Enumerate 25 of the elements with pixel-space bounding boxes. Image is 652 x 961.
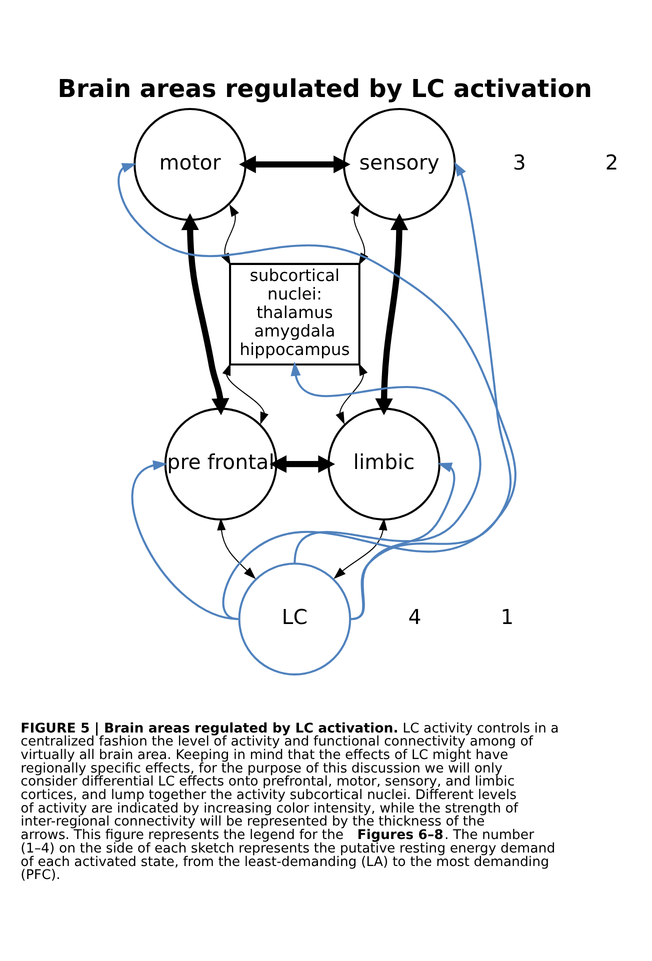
arrow <box>118 163 516 620</box>
node-circle: pre frontal <box>164 408 278 521</box>
arrow <box>336 363 368 424</box>
arrow <box>222 363 269 424</box>
diagram-title: Brain areas regulated by LC activation <box>58 74 592 103</box>
caption: FIGURE 5 | Brain areas regulated by LC activation. LC activity controls in a centralized fashion the level of activity and functional connectivity among of virtually all brain area. Keeping in mind that the effects of LC might have regionally specific effects, for the purpose of this discussion we will only consider differential LC effects onto prefrontal, motor, sensory, and limbic cortices, and lump together the activity subcortical nuclei. Different levels of activity are indicated by increasing color intensity, while the strength of inter-regional connectivity will be represented by the thickness of the arrows. This figure represents the legend for the Figures 6–8. The number (1–4) on the side of each sketch represents the putative resting energy demand of each activated state, from the least-demanding (LA) to the most demanding (PFC). <box>20 721 559 884</box>
node-circle: motor <box>134 108 246 221</box>
arrow <box>351 462 456 620</box>
node-circle: LC <box>238 562 352 676</box>
arrow <box>350 162 512 620</box>
arrow <box>239 156 350 174</box>
label: 4 <box>408 605 422 630</box>
node-circle: limbic <box>328 408 440 521</box>
arrow <box>270 455 336 473</box>
arrow <box>375 213 408 416</box>
label: 1 <box>500 605 514 630</box>
arrow <box>290 361 482 564</box>
arrow <box>217 518 256 580</box>
arrow <box>181 213 230 416</box>
node-box: subcortical nuclei: thalamus amygdala hippocampus <box>229 262 360 366</box>
node-circle: sensory <box>342 108 456 221</box>
arrow <box>131 460 238 620</box>
label: 3 <box>512 150 526 175</box>
arrow <box>334 518 388 580</box>
label: 2 <box>605 150 618 175</box>
